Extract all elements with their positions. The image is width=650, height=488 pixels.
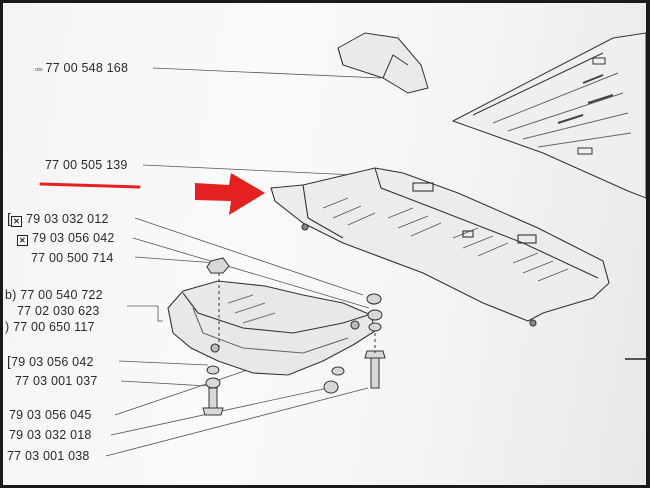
part-number-text: 77 00 650 117 bbox=[13, 320, 95, 334]
parts-catalog-page: ▫▫▫77 00 548 168 77 00 505 139 [✕79 03 0… bbox=[3, 3, 646, 485]
fasteners bbox=[202, 257, 386, 416]
part-number-highlighted: 77 00 505 139 bbox=[45, 158, 128, 172]
floor-pan-part bbox=[451, 32, 646, 199]
part-number-l9: 79 03 056 045 bbox=[9, 408, 92, 422]
part-number-text: 79 03 032 012 bbox=[26, 212, 109, 226]
part-number-l10: 79 03 032 018 bbox=[9, 428, 92, 442]
parts-diagram bbox=[39, 32, 646, 457]
part-number-l6: ) 77 00 650 117 bbox=[5, 320, 95, 334]
cross-box-icon: ✕ bbox=[17, 235, 28, 246]
part-number-text: 79 03 056 042 bbox=[11, 355, 94, 369]
skid-plate-part bbox=[167, 280, 376, 376]
part-number-l5: 77 02 030 623 bbox=[17, 304, 100, 318]
part-number-text: 79 03 056 042 bbox=[32, 231, 115, 245]
grid-icon: ▫▫▫ bbox=[35, 64, 43, 74]
part-number-l1: [✕79 03 032 012 bbox=[7, 210, 109, 227]
part-number-top: ▫▫▫77 00 548 168 bbox=[35, 61, 128, 76]
part-number-prefix: ) bbox=[5, 320, 10, 334]
part-number-text: 77 00 548 168 bbox=[45, 61, 129, 75]
bracket-part bbox=[337, 32, 429, 94]
part-number-l11: 77 03 001 038 bbox=[7, 449, 90, 463]
part-number-l8: 77 03 001 037 bbox=[15, 374, 98, 388]
part-number-l3: 77 00 500 714 bbox=[31, 251, 114, 265]
leader-lines bbox=[105, 67, 382, 457]
red-underline bbox=[39, 182, 141, 189]
part-number-text: 77 00 540 722 bbox=[20, 288, 103, 302]
red-arrow-icon bbox=[195, 173, 265, 215]
part-number-l4: b) 77 00 540 722 bbox=[5, 288, 103, 302]
cross-box-icon: ✕ bbox=[11, 216, 23, 227]
part-number-l7: [79 03 056 042 bbox=[7, 353, 94, 369]
part-number-prefix: b) bbox=[5, 288, 17, 302]
part-number-l2: ✕ 79 03 056 042 bbox=[17, 231, 115, 246]
underbody-shield-part bbox=[270, 167, 610, 327]
